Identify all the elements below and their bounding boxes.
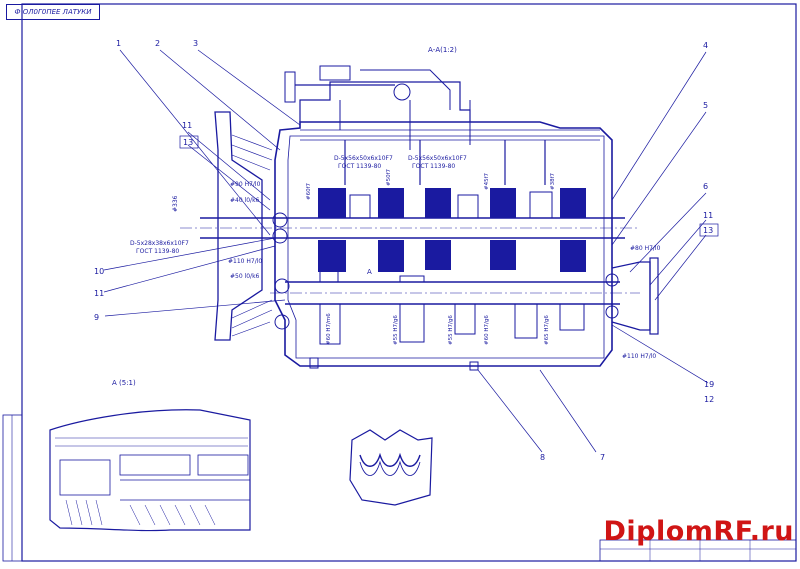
callout-6: 6 xyxy=(703,182,708,191)
callout-8: 8 xyxy=(540,453,545,462)
watermark-logo: DiplomRF.ru xyxy=(603,516,794,547)
callout-5: 5 xyxy=(703,101,708,110)
callout-11-top: 11 xyxy=(182,121,192,130)
callout-2: 2 xyxy=(155,39,160,48)
callout-3: 3 xyxy=(193,39,198,48)
callout-1: 1 xyxy=(116,39,121,48)
fit-55-b: #55 H7/g6 xyxy=(448,315,454,345)
callout-11-right: 11 xyxy=(703,211,713,220)
callout-7: 7 xyxy=(600,453,605,462)
sheet-frame xyxy=(21,3,797,562)
spline-fit-1: D-5х56х50х6х10F7 xyxy=(334,155,393,162)
callout-9: 9 xyxy=(94,313,99,322)
callout-12: 12 xyxy=(704,395,714,404)
callout-10: 10 xyxy=(94,267,104,276)
fit-65: #65 H7/g6 xyxy=(544,315,550,345)
fit-80: #80 H7/l0 xyxy=(630,245,661,252)
fit-50: #50 l0/k6 xyxy=(230,273,260,280)
fit-90: #90 H7/l0 xyxy=(230,181,261,188)
spline-std-1: ГОСТ 1139-80 xyxy=(338,163,381,170)
callout-4: 4 xyxy=(703,41,708,50)
dimension-336: #336 xyxy=(172,195,179,212)
gearbox-housing xyxy=(180,65,659,371)
spline-fit-2: D-5х56х50х6х10F7 xyxy=(408,155,467,162)
fit-60-lower: #60 H7/m6 xyxy=(326,313,332,345)
fit-40: #40 l0/k6 xyxy=(230,197,260,204)
drawing-stamp: Ф ОЛ0Г0ПЕЕ ЛАТУКИ xyxy=(6,4,100,20)
callout-11-left: 11 xyxy=(94,289,104,298)
shaft-dia-38: #38f7 xyxy=(550,172,556,190)
section-title-main: А-А(1:2) xyxy=(428,46,457,54)
tooth-profile-detail xyxy=(349,429,433,506)
title-block xyxy=(599,539,797,562)
fit-110-left: #110 H7/l0 xyxy=(228,258,262,265)
callout-13-left: 13 xyxy=(183,138,193,147)
fit-110-right: #110 H7/l0 xyxy=(622,353,656,360)
spline-std-3: ГОСТ 1139-80 xyxy=(136,248,179,255)
fit-55-a: #55 H7/g6 xyxy=(393,315,399,345)
leader-lines xyxy=(103,49,709,453)
callout-19: 19 xyxy=(704,380,714,389)
callout-13-right: 13 xyxy=(703,226,713,235)
lower-gears xyxy=(319,269,585,345)
spline-fit-3: D-5х28х38х6х10F7 xyxy=(130,240,189,247)
upper-gears xyxy=(318,188,586,272)
detail-marker-a: А xyxy=(367,268,372,276)
fit-60-g6: #60 H7/g6 xyxy=(484,315,490,345)
detail-view-a xyxy=(49,409,251,532)
shaft-dia-45: #45f7 xyxy=(484,172,490,190)
shaft-dia-50: #50f7 xyxy=(386,168,392,186)
side-title-strip xyxy=(2,414,23,562)
shaft-dia-60: #60f7 xyxy=(306,182,312,200)
section-title-detail: А (5:1) xyxy=(112,379,136,387)
spline-std-2: ГОСТ 1139-80 xyxy=(412,163,455,170)
